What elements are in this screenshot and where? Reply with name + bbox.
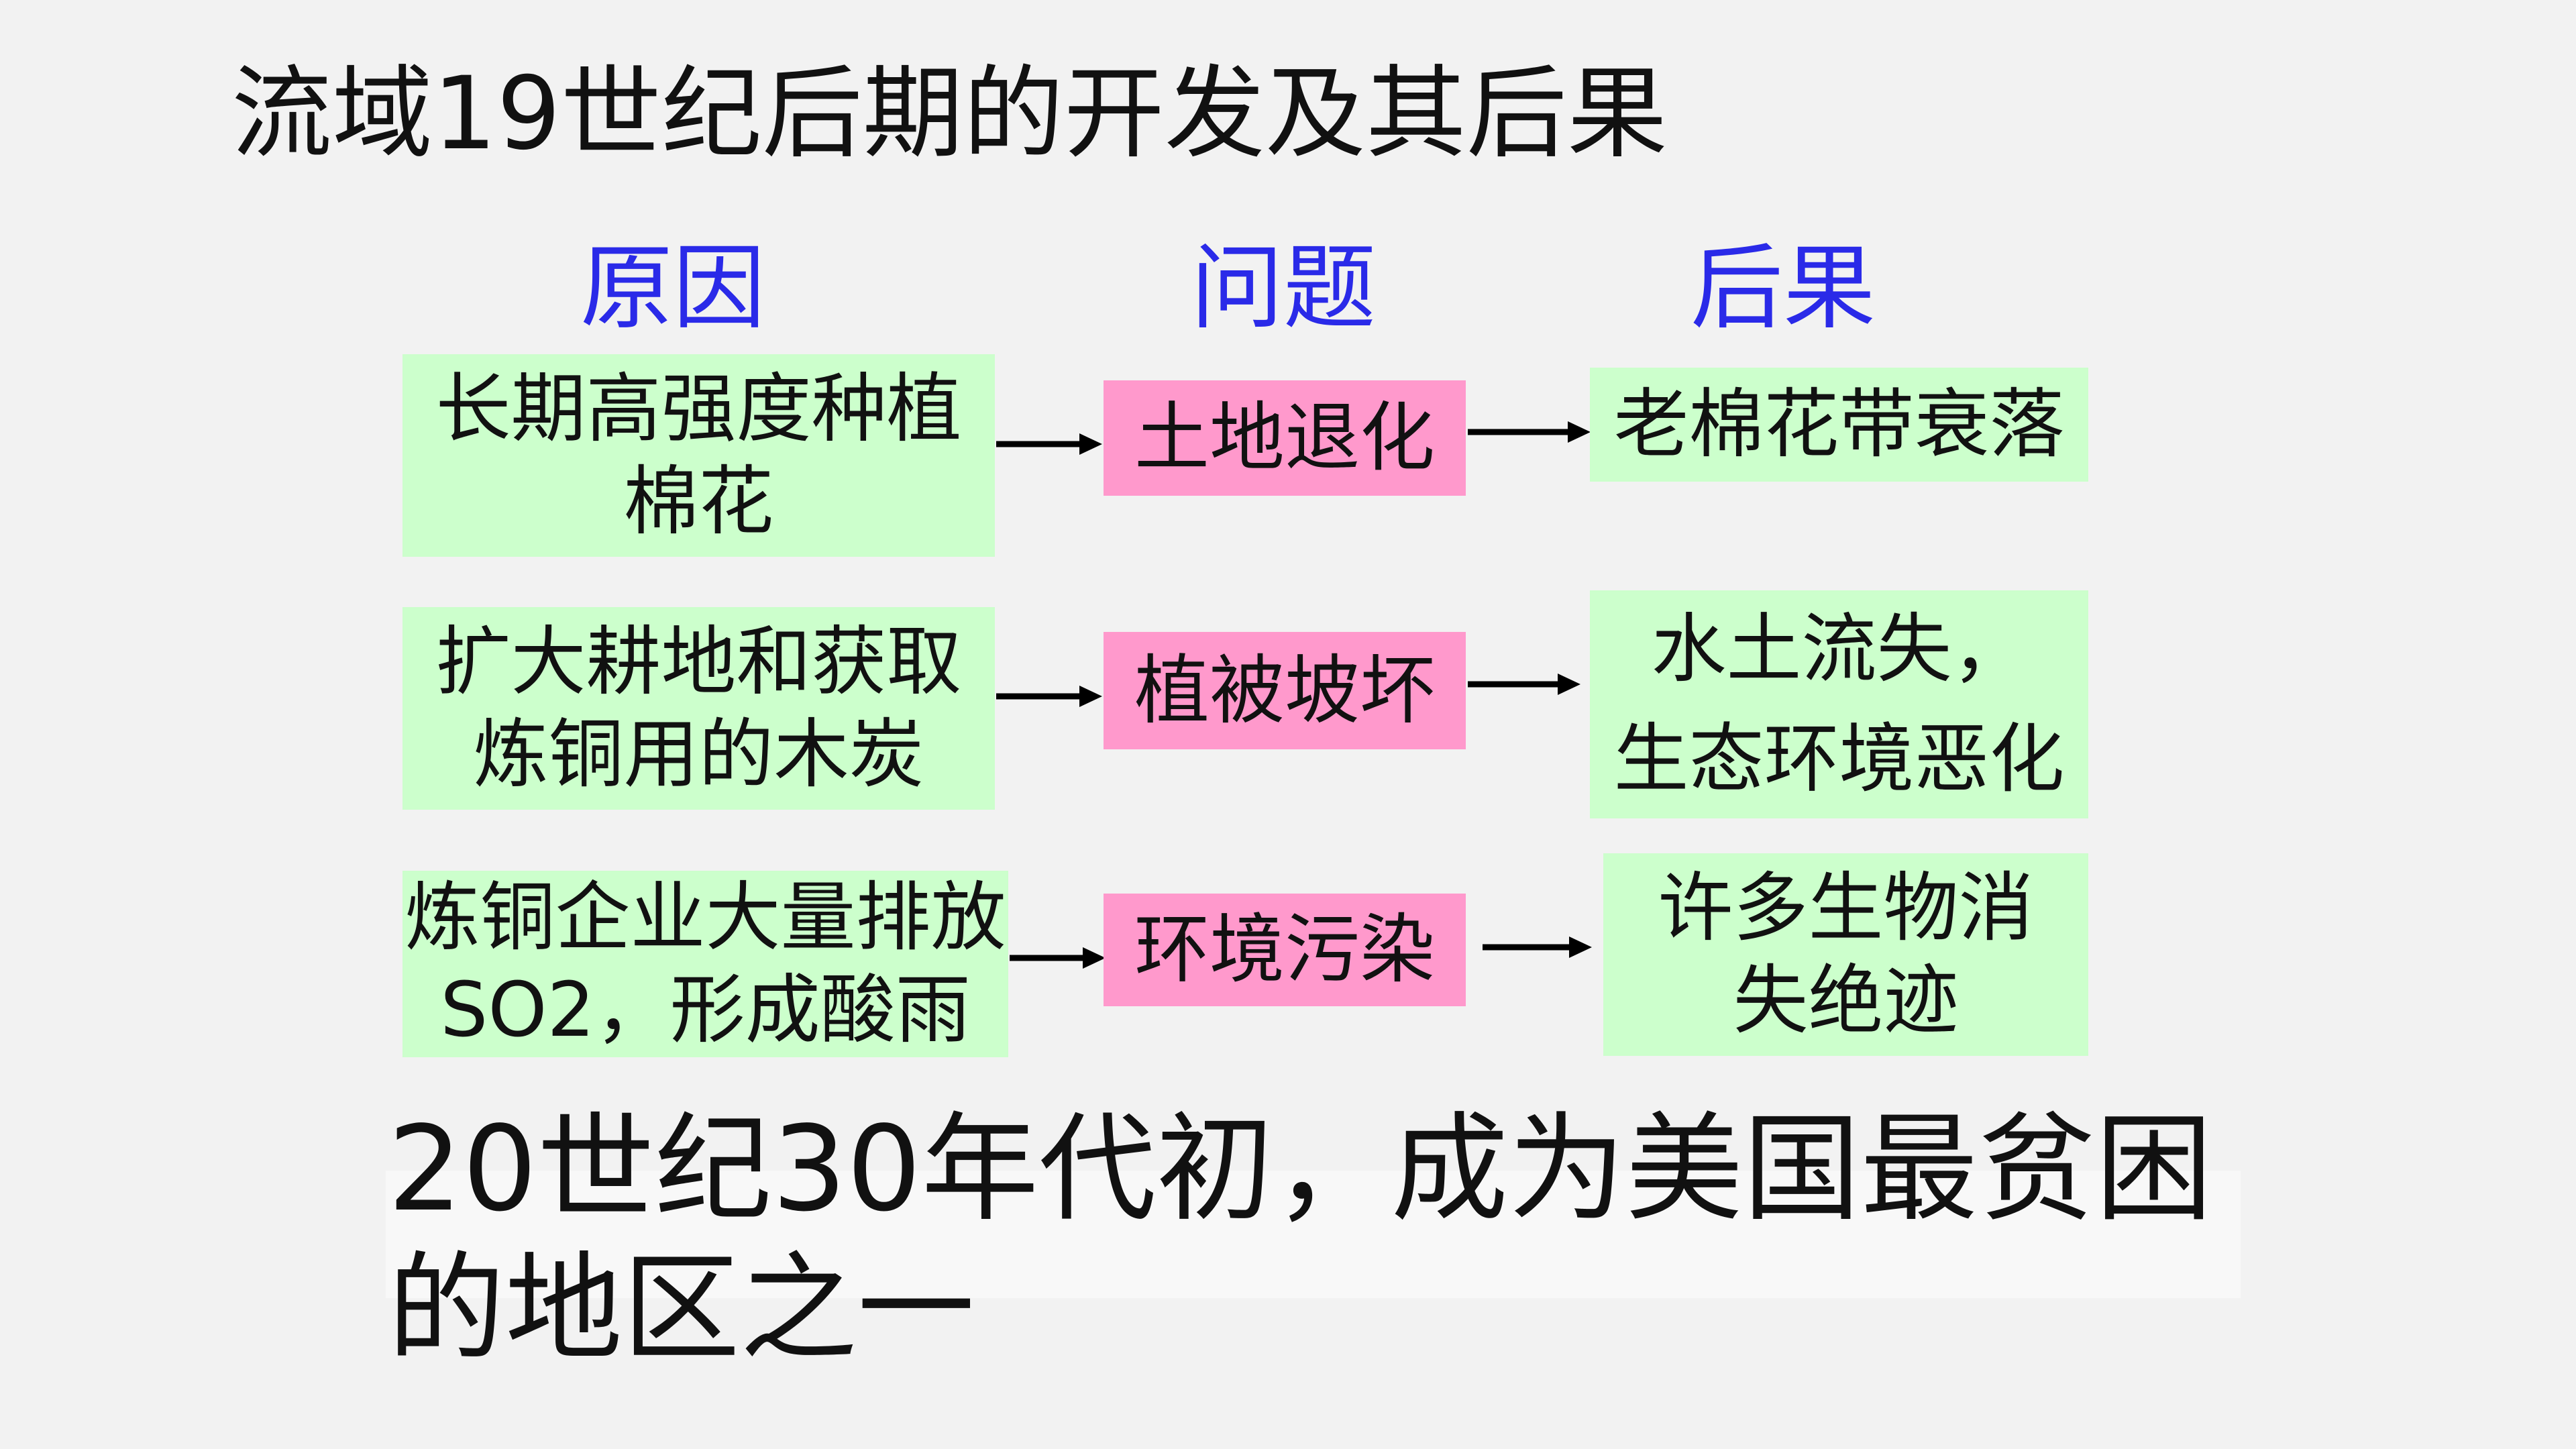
consequence-1-line-1: 老棉花带衰落 xyxy=(1613,381,2065,468)
consequence-box-1: 老棉花带衰落 xyxy=(1590,368,2088,482)
cause-2-line-1: 扩大耕地和获取 xyxy=(435,619,962,706)
arrow-problem-consequence-3 xyxy=(1483,936,1592,958)
slide-title: 流域19世纪后期的开发及其后果 xyxy=(231,56,1668,172)
consequence-3-line-2: 失绝迹 xyxy=(1733,957,1959,1044)
consequence-box-2: 水土流失， 生态环境恶化 xyxy=(1590,590,2088,818)
consequence-2-line-1: 水土流失， xyxy=(1651,606,2027,693)
problem-2-label: 植被坡坏 xyxy=(1134,647,1435,735)
cause-1-line-1: 长期高强度种植 xyxy=(435,366,962,453)
conclusion-text: 20世纪30年代初，成为美国最贫困 的地区之一 xyxy=(388,1100,2212,1379)
consequence-3-line-1: 许多生物消 xyxy=(1658,865,2034,952)
consequence-2-line-2: 生态环境恶化 xyxy=(1613,716,2065,803)
problem-box-1: 土地退化 xyxy=(1104,380,1466,496)
conclusion-line-2: 的地区之一 xyxy=(388,1241,975,1377)
cause-box-3: 炼铜企业大量排放 SO2，形成酸雨 xyxy=(402,871,1008,1057)
problem-3-label: 环境污染 xyxy=(1134,906,1435,994)
problem-box-2: 植被坡坏 xyxy=(1104,632,1466,749)
arrow-cause-problem-2 xyxy=(996,686,1102,707)
cause-3-line-1: 炼铜企业大量排放 xyxy=(405,874,1006,961)
conclusion-line-1: 20世纪30年代初，成为美国最贫困 xyxy=(388,1102,2213,1238)
cause-box-1: 长期高强度种植 棉花 xyxy=(402,354,995,557)
conclusion-background xyxy=(386,1171,2241,1298)
consequence-box-3: 许多生物消 失绝迹 xyxy=(1603,853,2088,1056)
arrow-cause-problem-3 xyxy=(1010,947,1106,969)
cause-3-line-2: SO2，形成酸雨 xyxy=(440,967,971,1054)
cause-2-line-2: 炼铜用的木炭 xyxy=(473,711,924,798)
header-consequence: 后果 xyxy=(1690,234,1876,342)
problem-1-label: 土地退化 xyxy=(1134,394,1435,482)
problem-box-3: 环境污染 xyxy=(1104,894,1466,1006)
cause-box-2: 扩大耕地和获取 炼铜用的木炭 xyxy=(402,607,995,810)
arrow-cause-problem-1 xyxy=(996,433,1102,455)
arrow-problem-consequence-2 xyxy=(1468,674,1580,695)
arrow-problem-consequence-1 xyxy=(1468,421,1591,443)
header-problem: 问题 xyxy=(1191,234,1377,342)
header-cause: 原因 xyxy=(580,234,766,342)
cause-1-line-2: 棉花 xyxy=(623,458,774,545)
